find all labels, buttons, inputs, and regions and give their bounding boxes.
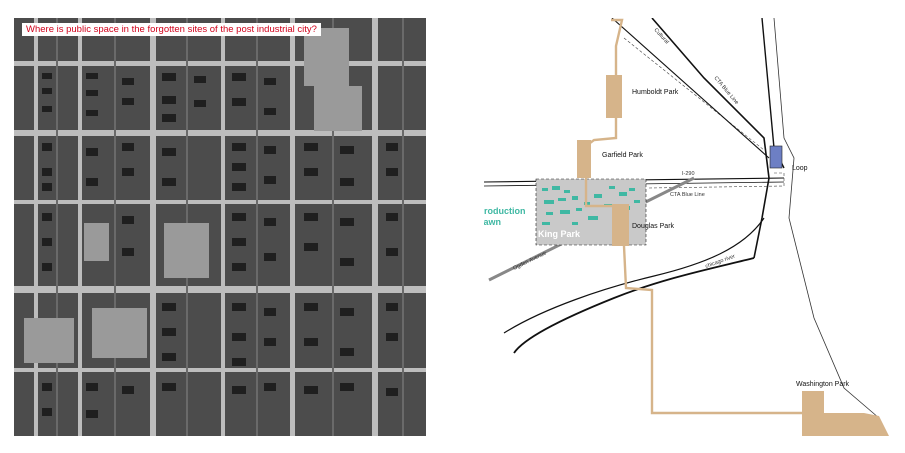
river-north-branch xyxy=(651,17,770,259)
milwaukee-avenue xyxy=(611,17,770,159)
humboldt-park-shape xyxy=(606,75,622,118)
question-caption: Where is public space in the forgotten s… xyxy=(22,23,321,36)
douglas-park-shape xyxy=(612,204,629,246)
park-map: Humboldt Park Garfield Park Douglas Park… xyxy=(478,17,894,436)
garfield-park-label: Garfield Park xyxy=(602,152,643,159)
production-lawn-label-1: Production xyxy=(484,206,526,216)
humboldt-park-label: Humboldt Park xyxy=(632,89,679,96)
i290-label: I-290 xyxy=(682,171,695,177)
loop-label: Loop xyxy=(792,165,808,172)
loop-shape xyxy=(769,145,783,169)
boulevard-south xyxy=(622,245,804,415)
chicago-river-label: chicago river xyxy=(705,254,737,270)
park-map-graphic: Humboldt Park Garfield Park Douglas Park… xyxy=(478,17,889,436)
cta-blue-line-mid xyxy=(648,185,785,189)
garfield-park-shape xyxy=(577,140,591,178)
washington-park-label: Washington Park xyxy=(796,381,850,388)
cta-blue-line-mid-label: CTA Blue Line xyxy=(670,192,705,198)
aerial-photo-graphic xyxy=(14,18,426,436)
river-sanitary-canal xyxy=(503,217,765,334)
ogden-avenue-label: Ogden Avenue xyxy=(512,250,547,271)
boulevard-north xyxy=(611,18,624,78)
cta-connector xyxy=(772,172,785,186)
aerial-photo xyxy=(14,18,426,436)
production-lawn-label-2: Lawn xyxy=(484,217,501,227)
king-park-label: King Park xyxy=(538,229,581,239)
washington-park-shape xyxy=(802,391,889,436)
douglas-park-label: Douglas Park xyxy=(632,223,675,230)
lakeshore-inner xyxy=(773,17,880,419)
river-south-branch xyxy=(513,257,755,354)
boulevard-garfield-douglas xyxy=(584,178,614,208)
